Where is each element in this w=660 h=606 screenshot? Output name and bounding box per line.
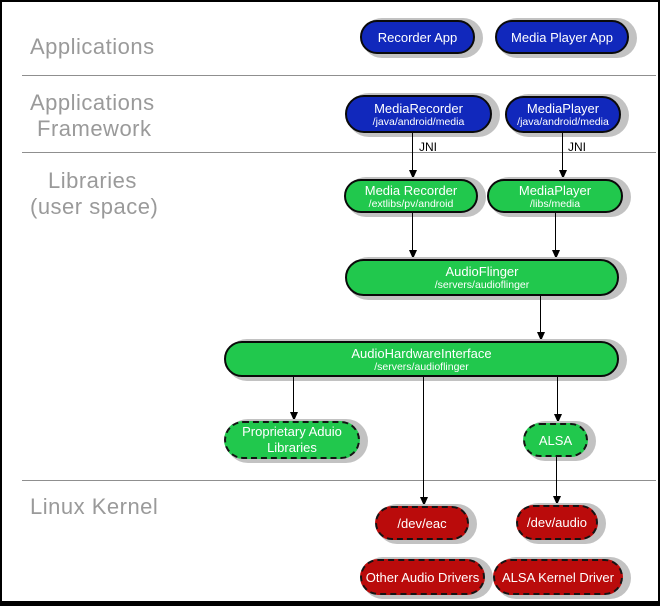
layer-label-text: Linux Kernel [30,494,159,519]
node-media-recorder-lib: Media Recorder /extlibs/pv/android [344,179,478,213]
node-title: AudioHardwareInterface [351,345,492,361]
node-recorder-app: Recorder App [360,20,475,54]
node-subtitle: /servers/audioflinger [374,360,469,373]
node-title: ALSA Kernel Driver [502,569,614,585]
node-subtitle: /extlibs/pv/android [368,197,454,210]
layer-divider-kernel [22,480,656,481]
layer-label-text: (user space) [30,194,159,219]
jni-label-left: JNI [419,140,437,154]
node-dev-eac: /dev/eac [375,506,469,540]
arrow-recorderlib-to-audioflinger [408,213,417,259]
arrow-audioflinger-to-hwinterface [536,296,545,341]
node-proprietary-audio-libraries: Proprietary Aduio Libraries [224,421,360,459]
node-alsa-kernel-driver: ALSA Kernel Driver [493,559,623,595]
layer-label-text: Libraries [48,168,137,193]
node-title: ALSA [538,432,573,448]
node-title: MediaPlayer [518,182,592,198]
node-title: /dev/eac [397,515,447,531]
node-title: Other Audio Drivers [365,569,480,585]
arrow-hwinterface-to-proprietary [289,377,298,421]
node-subtitle: /java/android/media [517,116,609,128]
node-subtitle: /servers/audioflinger [434,279,530,291]
layer-label-framework: Applications Framework [30,90,155,142]
arrow-mediarecorder-to-lib [408,133,417,179]
node-mediaplayer-lib: MediaPlayer /libs/media [487,179,623,213]
node-subtitle: /java/android/media [372,115,465,128]
layer-label-linux-kernel: Linux Kernel [30,494,158,520]
layer-label-text: Applications [30,90,155,115]
node-title: Media Recorder [364,182,458,198]
node-other-audio-drivers: Other Audio Drivers [360,559,485,595]
node-audioflinger: AudioFlinger /servers/audioflinger [345,259,619,296]
node-alsa: ALSA [523,423,588,457]
node-title: AudioFlinger [445,264,519,279]
layer-label-libraries: Libraries (user space) [30,168,158,220]
node-title: Recorder App [377,29,458,45]
arrow-playerlib-to-audioflinger [551,213,560,259]
node-media-player-app: Media Player App [495,20,629,54]
node-title: MediaPlayer [526,101,600,116]
node-title: Proprietary Aduio Libraries [242,424,342,455]
node-title: MediaRecorder [374,100,463,116]
node-dev-audio: /dev/audio [516,505,598,540]
layer-label-text: Framework [37,116,152,141]
arrow-mediaplayer-to-lib [558,133,567,179]
arrow-alsa-to-dev-audio [552,457,561,505]
layer-label-applications: Applications [30,34,155,60]
node-mediarecorder-framework: MediaRecorder /java/android/media [345,95,492,133]
jni-label-right: JNI [568,140,586,154]
layer-divider-framework [22,152,656,153]
node-title: /dev/audio [527,515,587,530]
node-subtitle: /libs/media [529,197,581,210]
arrow-hwinterface-to-dev-eac [419,377,428,506]
node-title: Media Player App [511,29,613,45]
layer-divider-applications [22,75,656,76]
layer-label-text: Applications [30,34,155,59]
node-mediaplayer-framework: MediaPlayer /java/android/media [505,96,621,133]
arrow-hwinterface-to-alsa [553,377,562,423]
node-audio-hardware-interface: AudioHardwareInterface /servers/audiofli… [224,341,619,377]
